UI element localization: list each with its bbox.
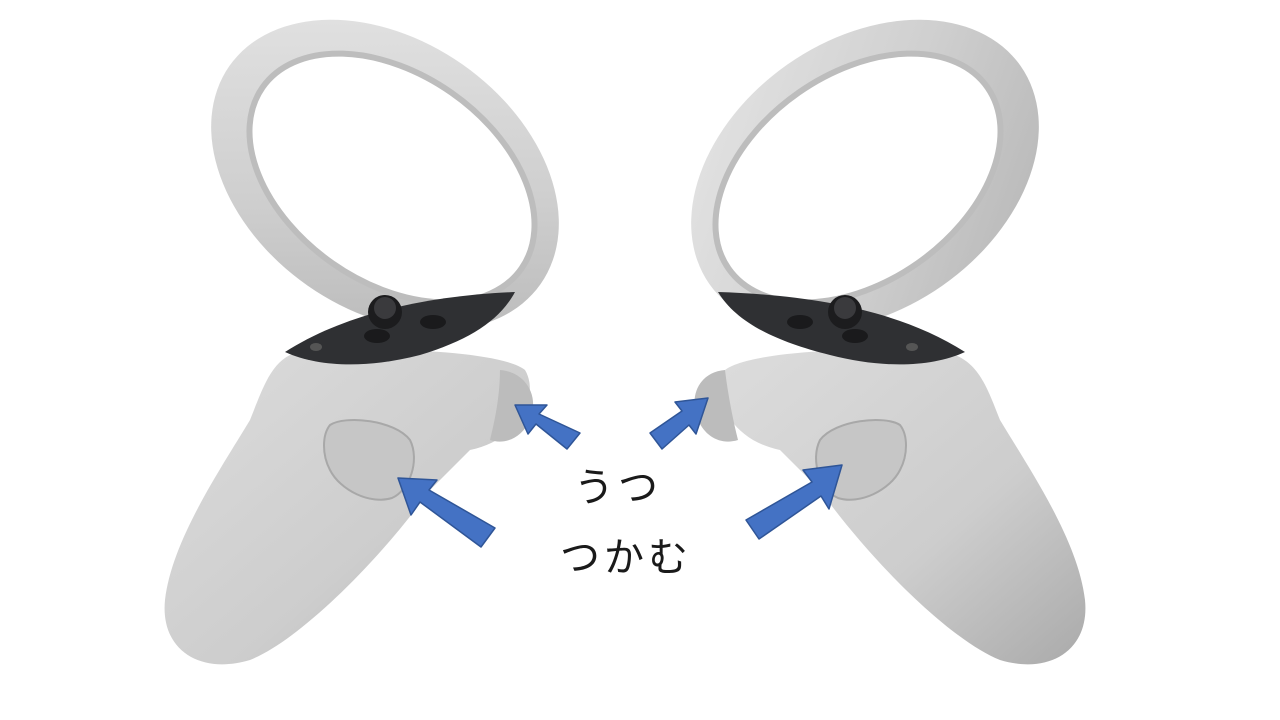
- left-button-x-icon: [420, 315, 446, 329]
- arrow-icon: [745, 464, 843, 540]
- left-menu-button-icon: [310, 343, 322, 351]
- right-menu-button-icon: [906, 343, 918, 351]
- left-handle: [164, 350, 530, 665]
- right-handle: [720, 350, 1086, 665]
- right-grip-button: [815, 419, 907, 501]
- left-controller: [164, 19, 559, 665]
- right-button-a-icon: [787, 315, 813, 329]
- right-tracking-ring: [691, 19, 1039, 331]
- left-button-panel: [285, 292, 515, 365]
- trigger-label: うつ: [574, 465, 662, 511]
- arrow-icon: [649, 397, 709, 450]
- grip-label: つかむ: [560, 535, 692, 581]
- right-controller: [691, 19, 1086, 665]
- arrow-icon: [397, 477, 496, 548]
- left-trigger: [490, 370, 534, 442]
- left-button-y-icon: [364, 329, 390, 343]
- left-grip-button: [323, 419, 415, 501]
- left-tracking-ring: [211, 19, 559, 331]
- arrow-icon: [514, 404, 581, 450]
- right-trigger: [694, 370, 738, 442]
- right-button-b-icon: [842, 329, 868, 343]
